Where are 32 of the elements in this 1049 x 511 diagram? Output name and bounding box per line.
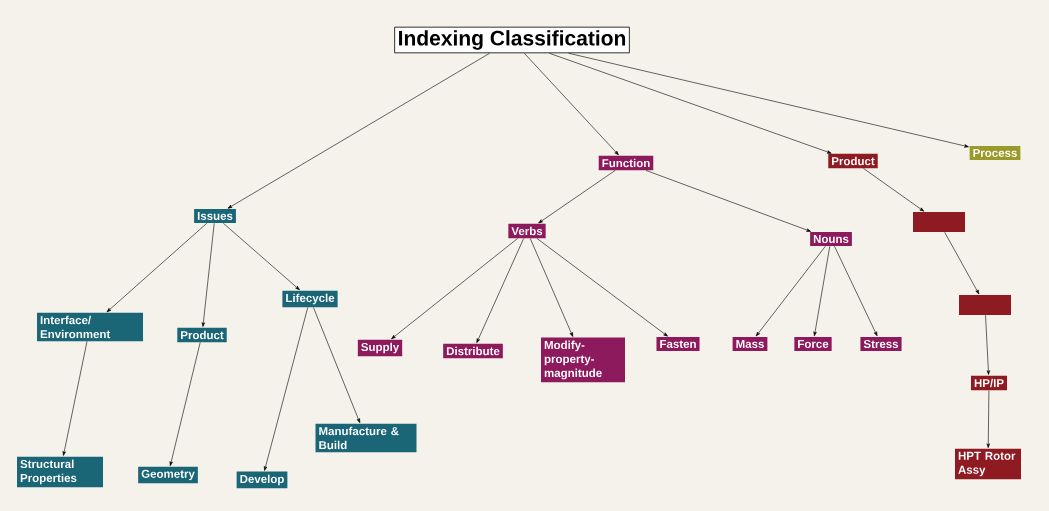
arrow: [568, 52, 969, 148]
category-box: Interface/ Environment: [37, 312, 143, 342]
arrow: [391, 238, 518, 340]
arrow: [985, 314, 990, 375]
arrow: [476, 238, 524, 343]
category-box: HPT Rotor Assy: [955, 448, 1021, 480]
category-box: Manufacture & Build: [315, 423, 417, 453]
arrow: [538, 170, 616, 224]
arrow: [222, 222, 300, 291]
arrow: [834, 245, 878, 337]
arrow: [169, 342, 201, 466]
empty-box: [913, 212, 965, 232]
arrow: [263, 307, 309, 471]
category-box: Modify-property-magnitude: [541, 337, 625, 383]
arrow: [536, 238, 668, 337]
arrow: [813, 245, 831, 337]
arrow: [645, 170, 811, 232]
arrow: [986, 390, 990, 448]
arrow: [863, 168, 925, 212]
arrow: [523, 52, 619, 156]
arrow: [529, 238, 574, 337]
empty-box: [959, 295, 1011, 315]
title-box: Indexing Classification: [394, 26, 630, 54]
arrow: [201, 222, 215, 327]
arrow: [755, 245, 826, 337]
arrow: [62, 341, 88, 456]
arrow: [944, 231, 980, 295]
category-box: Structural Properties: [17, 456, 103, 488]
arrow: [106, 222, 208, 313]
arrow: [549, 52, 832, 154]
arrow: [313, 307, 361, 423]
arrow: [227, 52, 490, 209]
